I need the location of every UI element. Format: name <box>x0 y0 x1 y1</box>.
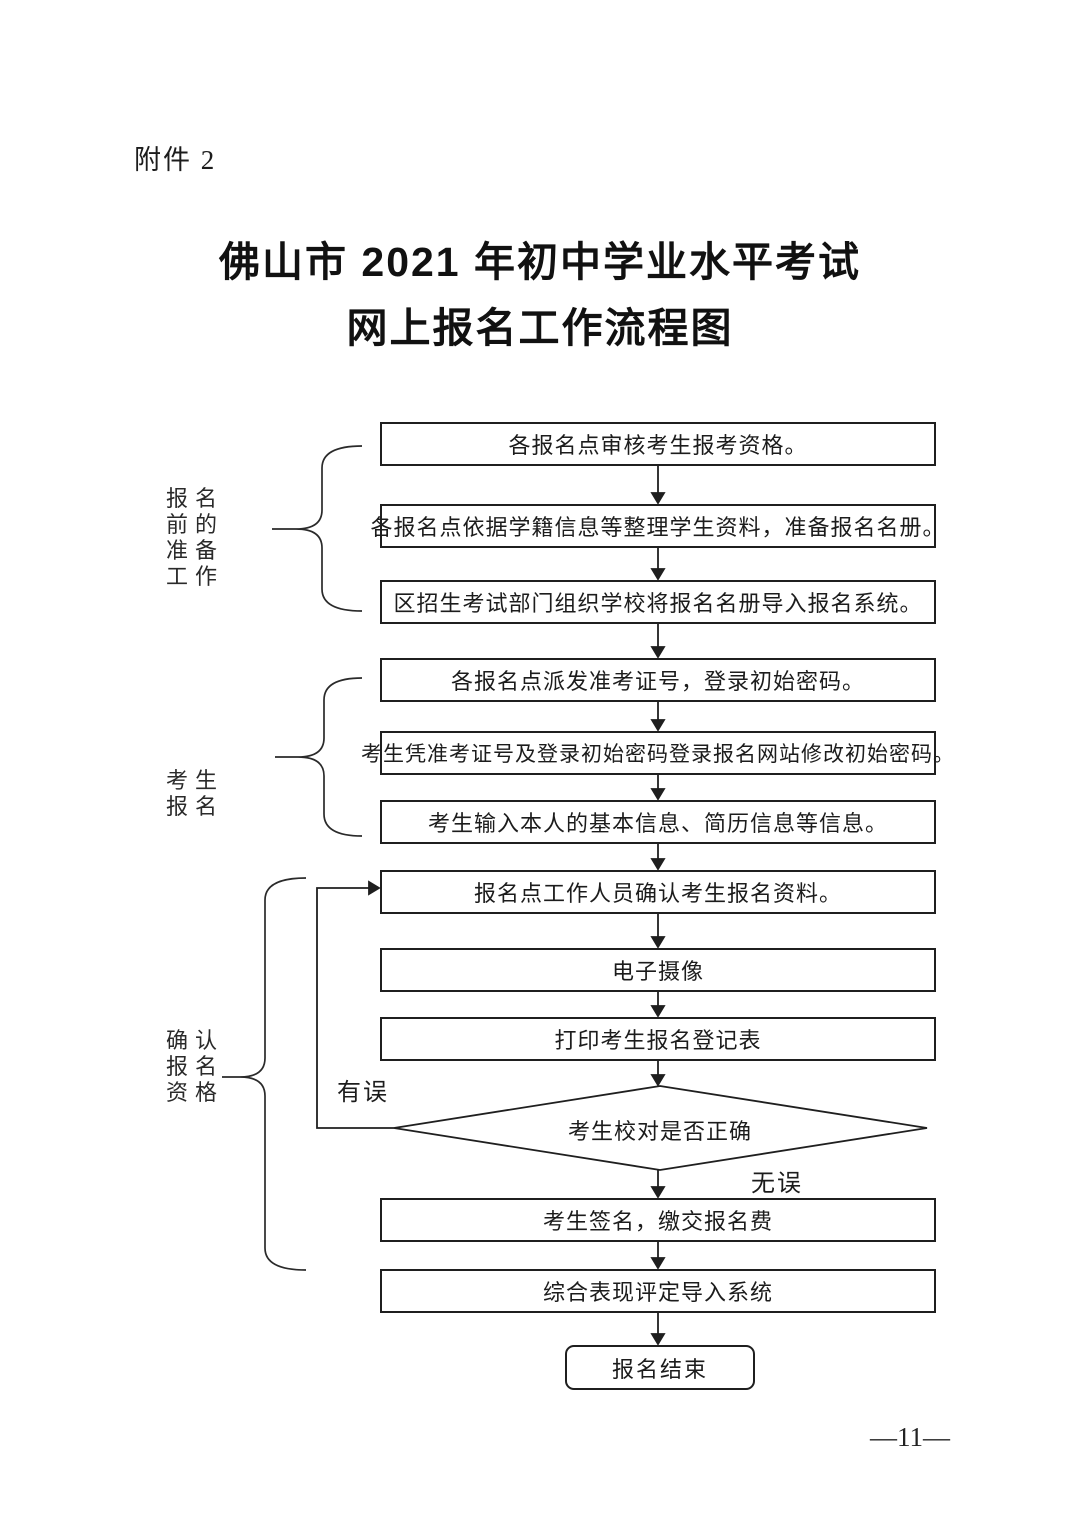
flow-end-label: 报名结束 <box>611 1356 708 1382</box>
arrow-down-icon <box>650 1005 666 1018</box>
stage-label-line: 确认 <box>166 1028 225 1053</box>
flow-step-sign-and-pay: 考生签名，缴交报名费 <box>380 1198 936 1242</box>
arrow-down-icon <box>650 1074 666 1087</box>
stage-label-line: 考生 <box>166 768 225 793</box>
flow-step-print-form: 打印考生报名登记表 <box>380 1017 936 1061</box>
page-number: —11— <box>870 1422 950 1452</box>
page-title-line2: 网上报名工作流程图 <box>346 305 734 351</box>
stage-label-line: 报名 <box>166 794 225 819</box>
arrow-right-icon <box>368 880 381 896</box>
brace-stage-3 <box>222 877 307 1271</box>
flow-step-label: 打印考生报名登记表 <box>554 1028 762 1053</box>
flow-step-label: 区招生考试部门组织学校将报名名册导入报名系统。 <box>393 591 923 616</box>
decision-diamond <box>393 1085 928 1171</box>
flow-step-label: 各报名点审核考生报考资格。 <box>508 433 808 458</box>
flow-step-import-evaluation: 综合表现评定导入系统 <box>380 1269 936 1313</box>
branch-label-error: 有误 <box>337 1080 389 1106</box>
stage-label-confirmation: 确认 报名 资格 <box>166 1028 224 1106</box>
flow-step-label: 考生签名，缴交报名费 <box>542 1209 773 1234</box>
error-loop-arrow <box>316 880 394 1129</box>
flow-step-issue-ticket-number: 各报名点派发准考证号，登录初始密码。 <box>380 658 936 702</box>
flow-end-node: 报名结束 <box>565 1345 755 1390</box>
flow-step-change-password: 考生凭准考证号及登录初始密码登录报名网站修改初始密码。 <box>361 731 954 775</box>
flow-step-label: 各报名点依据学籍信息等整理学生资料，准备报名名册。 <box>370 515 946 540</box>
stage-label-registration: 考生 报名 <box>166 768 224 820</box>
brace-stage-2 <box>275 677 363 837</box>
arrow-down-icon <box>650 719 666 732</box>
arrow-down-icon <box>650 1257 666 1270</box>
flow-step-confirm-materials: 报名点工作人员确认考生报名资料。 <box>380 870 936 914</box>
flow-arrows <box>650 466 666 1346</box>
arrow-down-icon <box>650 936 666 949</box>
arrow-down-icon <box>650 858 666 871</box>
flow-step-label: 综合表现评定导入系统 <box>542 1280 773 1305</box>
arrow-down-icon <box>650 1186 666 1199</box>
stage-label-line: 准备 <box>166 538 225 563</box>
flow-step-label: 电子摄像 <box>611 959 704 984</box>
arrow-down-icon <box>650 568 666 581</box>
stage-label-line: 前的 <box>166 512 225 537</box>
stage-braces <box>222 445 363 1271</box>
attachment-label: 附件 2 <box>134 145 217 175</box>
stage-label-line: 资格 <box>166 1080 225 1105</box>
page-title-line1: 佛山市 2021 年初中学业水平考试 <box>219 239 861 285</box>
flow-step-label: 考生凭准考证号及登录初始密码登录报名网站修改初始密码。 <box>361 742 955 766</box>
stage-label-line: 报名 <box>166 1054 225 1079</box>
stage-label-preparation: 报名 前的 准备 工作 <box>166 486 224 590</box>
flow-step-audit-qualification: 各报名点审核考生报考资格。 <box>380 422 936 466</box>
brace-stage-1 <box>272 445 363 612</box>
decision-proofread-label: 考生校对是否正确 <box>567 1119 752 1144</box>
flow-step-electronic-photo: 电子摄像 <box>380 948 936 992</box>
stage-label-line: 报名 <box>166 486 225 511</box>
flow-step-enter-info: 考生输入本人的基本信息、简历信息等信息。 <box>380 800 936 844</box>
flow-step-label: 各报名点派发准考证号，登录初始密码。 <box>450 669 865 694</box>
flow-step-import-roster: 区招生考试部门组织学校将报名名册导入报名系统。 <box>380 580 936 624</box>
flow-step-label: 报名点工作人员确认考生报名资料。 <box>473 881 842 906</box>
flow-step-prepare-roster: 各报名点依据学籍信息等整理学生资料，准备报名名册。 <box>371 504 945 548</box>
arrow-down-icon <box>650 492 666 505</box>
arrow-down-icon <box>650 1333 666 1346</box>
branch-label-correct: 无误 <box>751 1171 803 1197</box>
arrow-down-icon <box>650 788 666 801</box>
arrow-down-icon <box>650 646 666 659</box>
flow-step-label: 考生输入本人的基本信息、简历信息等信息。 <box>427 811 888 836</box>
stage-label-line: 工作 <box>166 564 225 589</box>
